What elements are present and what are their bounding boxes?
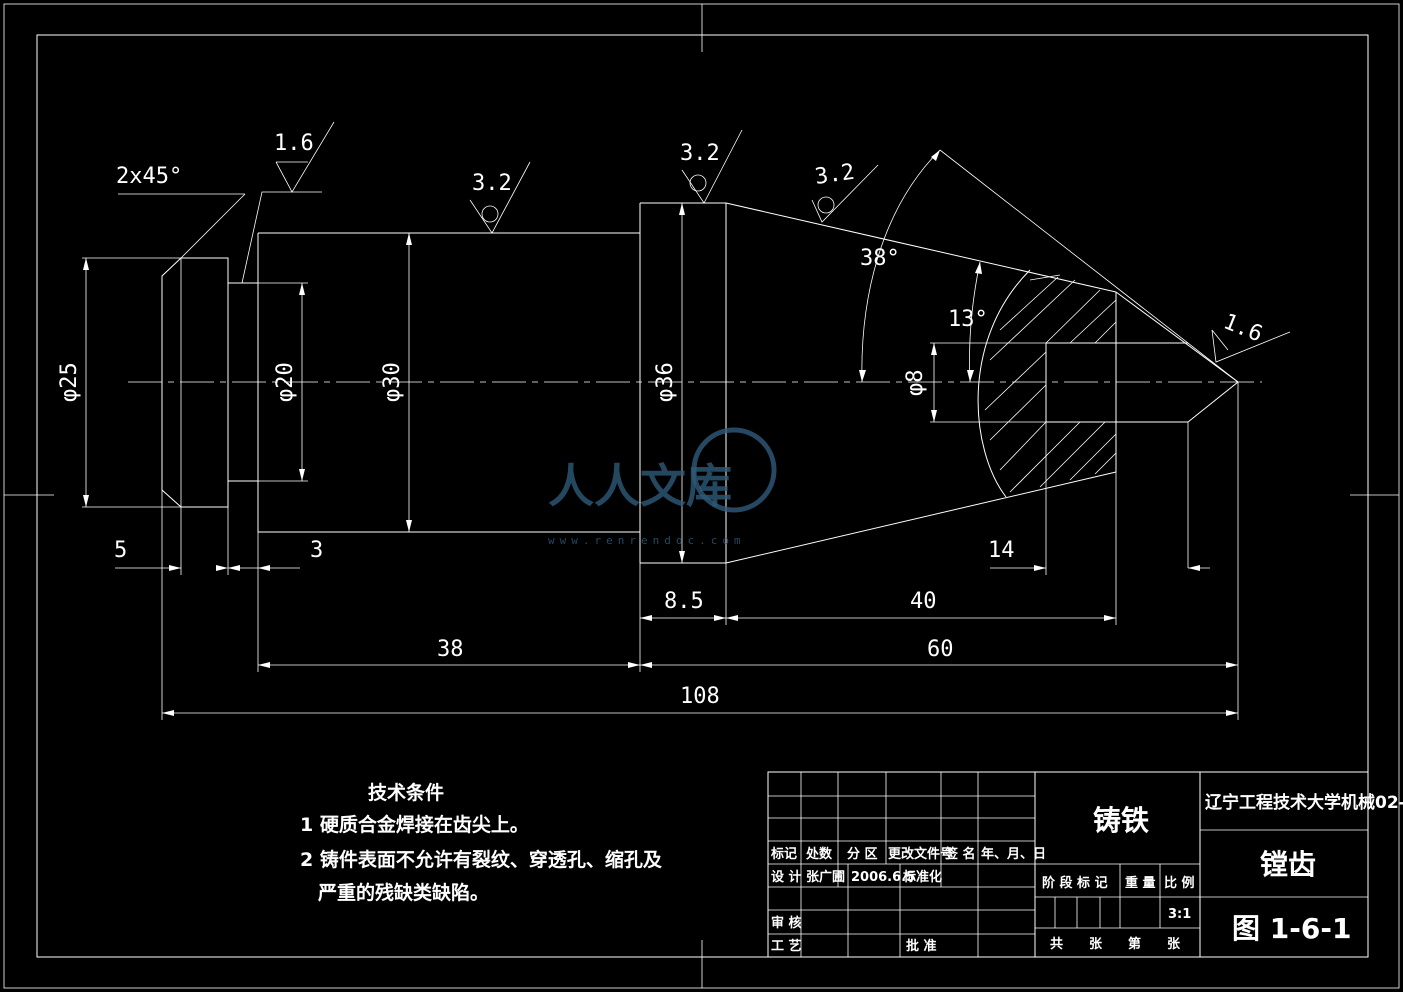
len-60-label: 60 <box>927 637 954 662</box>
watermark-text: 人人文库 <box>548 459 732 513</box>
tb-material: 铸铁 <box>1093 804 1149 837</box>
tb-scale-value: 3:1 <box>1168 907 1191 922</box>
inner-frame <box>36 34 1369 958</box>
roughness-left-label: 1.6 <box>274 131 314 156</box>
tb-approve: 批 准 <box>906 938 937 954</box>
notes-title: 技术条件 <box>368 781 444 804</box>
tb-review: 审 核 <box>771 915 802 931</box>
len-3-label: 3 <box>310 538 323 563</box>
title-block <box>767 771 1369 958</box>
tb-school: 辽宁工程技术大学机械02-2班 <box>1205 792 1403 813</box>
watermark: 人人文库 www.renrendoc.com <box>548 427 777 547</box>
hatch-area <box>984 274 1117 493</box>
tb-date: 年、月、日 <box>981 846 1046 862</box>
tb-part-name: 镗齿 <box>1260 848 1316 881</box>
angle-inner-label: 13° <box>948 307 988 332</box>
len-108-label: 108 <box>680 684 720 709</box>
dia-25-label: φ25 <box>57 362 82 402</box>
roughness-symbols <box>118 121 1291 363</box>
dia-36-label: φ36 <box>653 362 678 402</box>
roughness-mid-label: 3.2 <box>472 171 512 196</box>
dia-20-label: φ20 <box>273 362 298 402</box>
len-14-label: 14 <box>988 538 1015 563</box>
angle-dims <box>859 149 982 383</box>
tb-change: 更改文件号 <box>888 846 953 862</box>
tb-sign: 签 名 <box>944 846 976 862</box>
tb-design-date: 2006.6.5 <box>851 870 915 885</box>
diameter-dims <box>82 203 1046 563</box>
tb-scale: 比 例 <box>1164 875 1195 891</box>
tb-count: 处数 <box>805 846 833 862</box>
tb-design: 设 计 <box>771 869 802 885</box>
tb-stage: 阶 段 标 记 <box>1042 875 1108 891</box>
tb-designer: 张广圃 <box>806 869 845 885</box>
title-block-texts: 标记 处数 分 区 更改文件号 签 名 年、月、日 设 计 张广圃 2006.6… <box>770 792 1403 954</box>
roughness-cone-label: 3.2 <box>813 160 856 190</box>
tb-zone: 分 区 <box>847 846 878 862</box>
roughness-shoulder-label: 3.2 <box>680 141 720 166</box>
dimension-texts: 2x45° 1.6 3.2 3.2 3.2 1.6 38° 13° φ25 φ2… <box>57 131 1266 709</box>
dia-30-label: φ30 <box>380 362 405 402</box>
length-dims <box>115 382 1239 720</box>
tb-weight: 重 量 <box>1125 875 1156 891</box>
notes-line-3: 严重的残缺类缺陷。 <box>318 881 489 904</box>
tb-standard: 标准化 <box>902 869 942 885</box>
technical-notes: 技术条件 1 硬质合金焊接在齿尖上。 2 铸件表面不允许有裂纹、穿透孔、缩孔及 … <box>300 781 663 904</box>
notes-line-1: 1 硬质合金焊接在齿尖上。 <box>300 813 529 836</box>
notes-line-2: 2 铸件表面不允许有裂纹、穿透孔、缩孔及 <box>300 848 663 871</box>
tb-mark: 标记 <box>770 846 797 862</box>
angle-cone-label: 38° <box>860 246 900 271</box>
tb-sheet: 共 张 第 张 <box>1050 936 1181 952</box>
tb-process: 工 艺 <box>771 938 802 954</box>
chamfer-label: 2x45° <box>116 164 182 189</box>
tb-drawing-no: 图 1-6-1 <box>1232 912 1351 945</box>
outer-frame <box>3 3 1400 989</box>
len-38-label: 38 <box>437 637 464 662</box>
len-8-5-label: 8.5 <box>664 589 704 614</box>
len-40-label: 40 <box>910 589 937 614</box>
dia-8-label: φ8 <box>903 370 928 397</box>
roughness-tip-label: 1.6 <box>1220 309 1266 347</box>
len-5-label: 5 <box>114 538 127 563</box>
watermark-url: www.renrendoc.com <box>548 534 746 547</box>
